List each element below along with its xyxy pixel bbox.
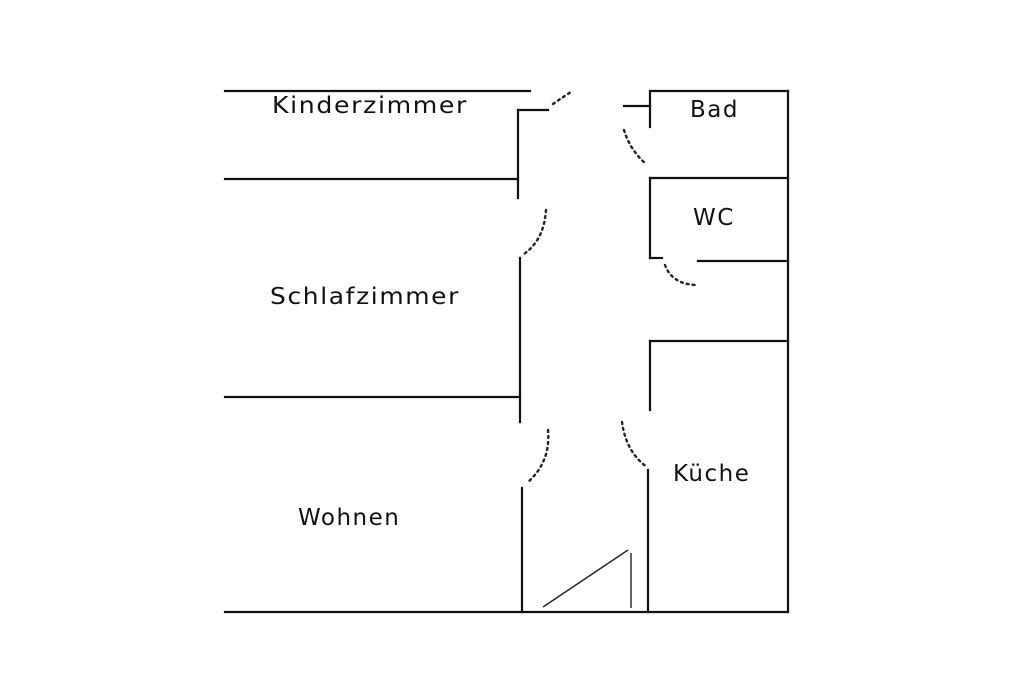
outer-walls [223, 89, 790, 614]
left-room-walls [223, 177, 522, 399]
room-label-kinderzimmer: Kinderzimmer [272, 93, 468, 119]
entrance-door [542, 549, 632, 608]
room-label-wc: WC [693, 205, 735, 231]
bath-wc-walls [622, 89, 790, 263]
kitchen-walls [646, 339, 790, 614]
door-swing-kueche [620, 420, 649, 469]
room-label-bad: Bad [690, 97, 739, 123]
entrance-door-leaf [542, 549, 629, 608]
room-labels: Kinderzimmer Bad WC Schlafzimmer Küche W… [270, 93, 750, 531]
door-swing-bad [622, 128, 648, 166]
door-swing-wc [663, 263, 698, 287]
door-swings [522, 90, 698, 485]
door-swing-wohnen [525, 428, 550, 485]
door-swing-schlafzimmer [522, 208, 548, 256]
door-swing-kinderzimmer [551, 90, 573, 106]
room-label-kueche: Küche [673, 461, 750, 487]
room-label-wohnen: Wohnen [298, 505, 400, 531]
room-label-schlafzimmer: Schlafzimmer [270, 284, 460, 310]
corridor-left-wall [516, 108, 550, 614]
